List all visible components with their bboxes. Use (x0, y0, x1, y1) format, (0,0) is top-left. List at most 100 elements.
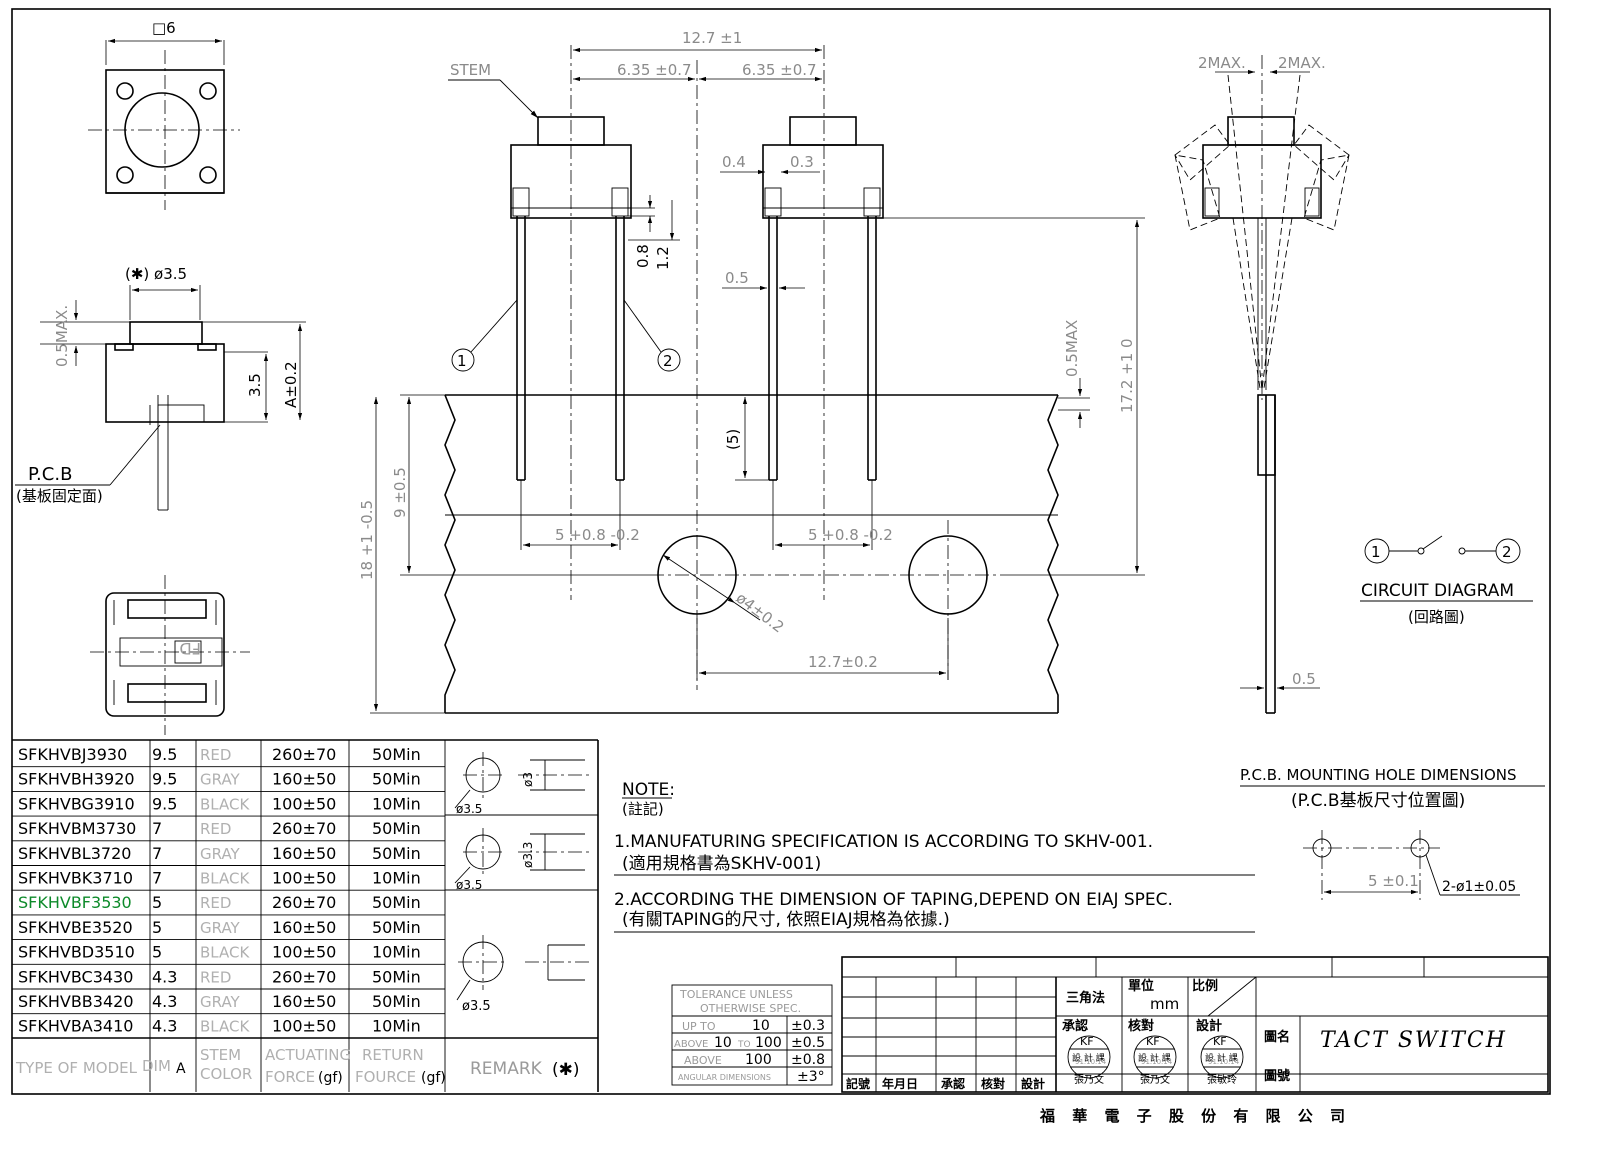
dim-1-2-label: 1.2 (654, 246, 672, 270)
header-stem-2: COLOR (200, 1065, 252, 1083)
cell-model: SFKHVBC3430 (18, 967, 133, 986)
side-profile: (✱) ø3.5 0.5MAX. 3.5 A±0.2 P.C.B (基板固定面) (15, 265, 306, 511)
title-block: 三角法 單位 mm 比例 承認 核對 設計 圖名 TACT SWITCH 圖號 … (841, 956, 1549, 1093)
cell-force: 160±50 (272, 992, 336, 1011)
note-line1-cn: (適用規格書為SKHV-001) (622, 854, 821, 874)
cell-life: 50Min (372, 819, 421, 838)
dim-5-paren-label: (5) (724, 429, 742, 450)
cell-force: 260±70 (272, 893, 336, 912)
stamp1-kf: KF (1080, 1035, 1094, 1048)
cell-life: 50Min (372, 967, 421, 986)
tol-r3-tol: ±0.8 (791, 1052, 825, 1068)
stamp1-date: 91.10.14 (1075, 1058, 1107, 1066)
cell-life: 50Min (372, 770, 421, 789)
cell-force: 260±70 (272, 745, 336, 764)
rev-col-designed: 設計 (1021, 1076, 1045, 1091)
dim-18-label: 18 +1 -0.5 (358, 500, 376, 580)
rev-col-checked: 核對 (981, 1076, 1005, 1091)
circuit-diagram: 1 2 CIRCUIT DIAGRAM (回路圖) (1360, 535, 1533, 626)
circuit-pin1: 1 (1371, 543, 1381, 561)
side-tilt-view: 2MAX. 2MAX. 0.5 (1174, 54, 1350, 714)
tb-approved: 承認 (1062, 1018, 1088, 1034)
dim-2max-right-label: 2MAX. (1278, 54, 1326, 72)
cell-dim: 9.5 (152, 794, 177, 813)
cell-force: 100±50 (272, 869, 336, 888)
tol-r2-to: TO (737, 1040, 751, 1050)
header-ret-2: FOURCE (355, 1068, 416, 1086)
tb-name-label: 圖名 (1264, 1029, 1290, 1045)
cell-color: BLACK (200, 795, 250, 813)
dim-0-5-side-label: 0.5 (1292, 670, 1316, 688)
cell-color: GRAY (200, 919, 241, 937)
stamp1-name: 張乃文 (1074, 1073, 1104, 1086)
rev-col-mark: 記號 (846, 1076, 870, 1091)
dim-0-5max-label: 0.5MAX. (53, 305, 71, 367)
cell-color: RED (200, 968, 231, 986)
tol-r1-val: 10 (752, 1018, 770, 1034)
circuit-subtitle: (回路圖) (1408, 608, 1465, 626)
pcb-holes-label: 2-ø1±0.05 (1442, 879, 1516, 895)
tol-title-2: OTHERWISE SPEC. (700, 1002, 801, 1015)
tol-r2-tol: ±0.5 (791, 1035, 825, 1051)
header-dim: DIM (142, 1057, 171, 1075)
cell-model: SFKHVBE3520 (18, 918, 133, 937)
dim-hole-label: ø4±0.2 (733, 589, 788, 637)
tol-r2-b: 100 (755, 1035, 782, 1051)
cell-color: GRAY (200, 993, 241, 1011)
header-ret-unit: (gf) (421, 1070, 446, 1086)
dim-3-5-label: 3.5 (246, 373, 264, 397)
cell-force: 100±50 (272, 1017, 336, 1036)
company-name: 福 華 電 子 股 份 有 限 公 司 (1039, 1107, 1351, 1125)
bottom-mark: FD (179, 639, 201, 658)
cell-dim: 9.5 (152, 745, 177, 764)
dim-0-3-label: 0.3 (790, 153, 814, 171)
dim-5-left-label: 5 +0.8 -0.2 (555, 526, 640, 544)
tol-r1-tol: ±0.3 (791, 1018, 825, 1034)
dim-stem-label: (✱) ø3.5 (125, 265, 187, 283)
stem-label: STEM (450, 61, 491, 79)
pin2-callout: 2 (663, 352, 673, 370)
tol-r3-val: 100 (745, 1052, 772, 1068)
rev-col-approved: 承認 (941, 1076, 965, 1091)
tb-checked: 核對 (1128, 1018, 1154, 1034)
pcb-sub-label: (基板固定面) (16, 487, 103, 505)
cell-color: BLACK (200, 870, 250, 888)
cell-force: 160±50 (272, 844, 336, 863)
header-remark: REMARK (470, 1059, 543, 1079)
dim-a-label: A±0.2 (282, 361, 300, 408)
cell-model: SFKHVBA3410 (18, 1017, 133, 1036)
cell-force: 160±50 (272, 918, 336, 937)
tolerance-block: TOLERANCE UNLESS OTHERWISE SPEC. UP TO 1… (671, 984, 833, 1086)
header-remark-mark: (✱) (552, 1060, 580, 1080)
tol-title-1: TOLERANCE UNLESS (679, 988, 793, 1001)
cell-color: RED (200, 746, 231, 764)
cell-life: 10Min (372, 943, 421, 962)
pcb-label: P.C.B (28, 464, 72, 485)
note-line2-cn: (有關TAPING的尺寸, 依照EIAJ規格為依據.) (622, 910, 950, 930)
notes-title: NOTE: (622, 780, 675, 800)
tol-r2-a: 10 (714, 1035, 732, 1051)
cell-model: SFKHVBM3730 (18, 819, 136, 838)
cell-dim: 7 (152, 869, 162, 888)
remark-width-1: ø3 (521, 772, 535, 787)
stamp-designed: KF 設 計 課 91.10.14 張敏玲 (1200, 1035, 1244, 1086)
tb-scale-label: 比例 (1192, 978, 1218, 994)
tb-designed: 設計 (1196, 1018, 1222, 1034)
cell-dim: 4.3 (152, 967, 177, 986)
cell-model: SFKHVBK3710 (18, 869, 133, 888)
bottom-view: FD (90, 575, 250, 735)
cell-color: RED (200, 820, 231, 838)
circuit-pin2: 2 (1502, 543, 1512, 561)
dim-pitch-label: 12.7 ±1 (682, 29, 742, 47)
stamp2-mid: 設 計 課 (1138, 1052, 1171, 1064)
tol-r4-tol: ±3° (797, 1069, 825, 1085)
cell-dim: 4.3 (152, 992, 177, 1011)
tb-drawing-name: TACT SWITCH (1320, 1028, 1507, 1053)
tb-number-label: 圖號 (1264, 1068, 1290, 1084)
